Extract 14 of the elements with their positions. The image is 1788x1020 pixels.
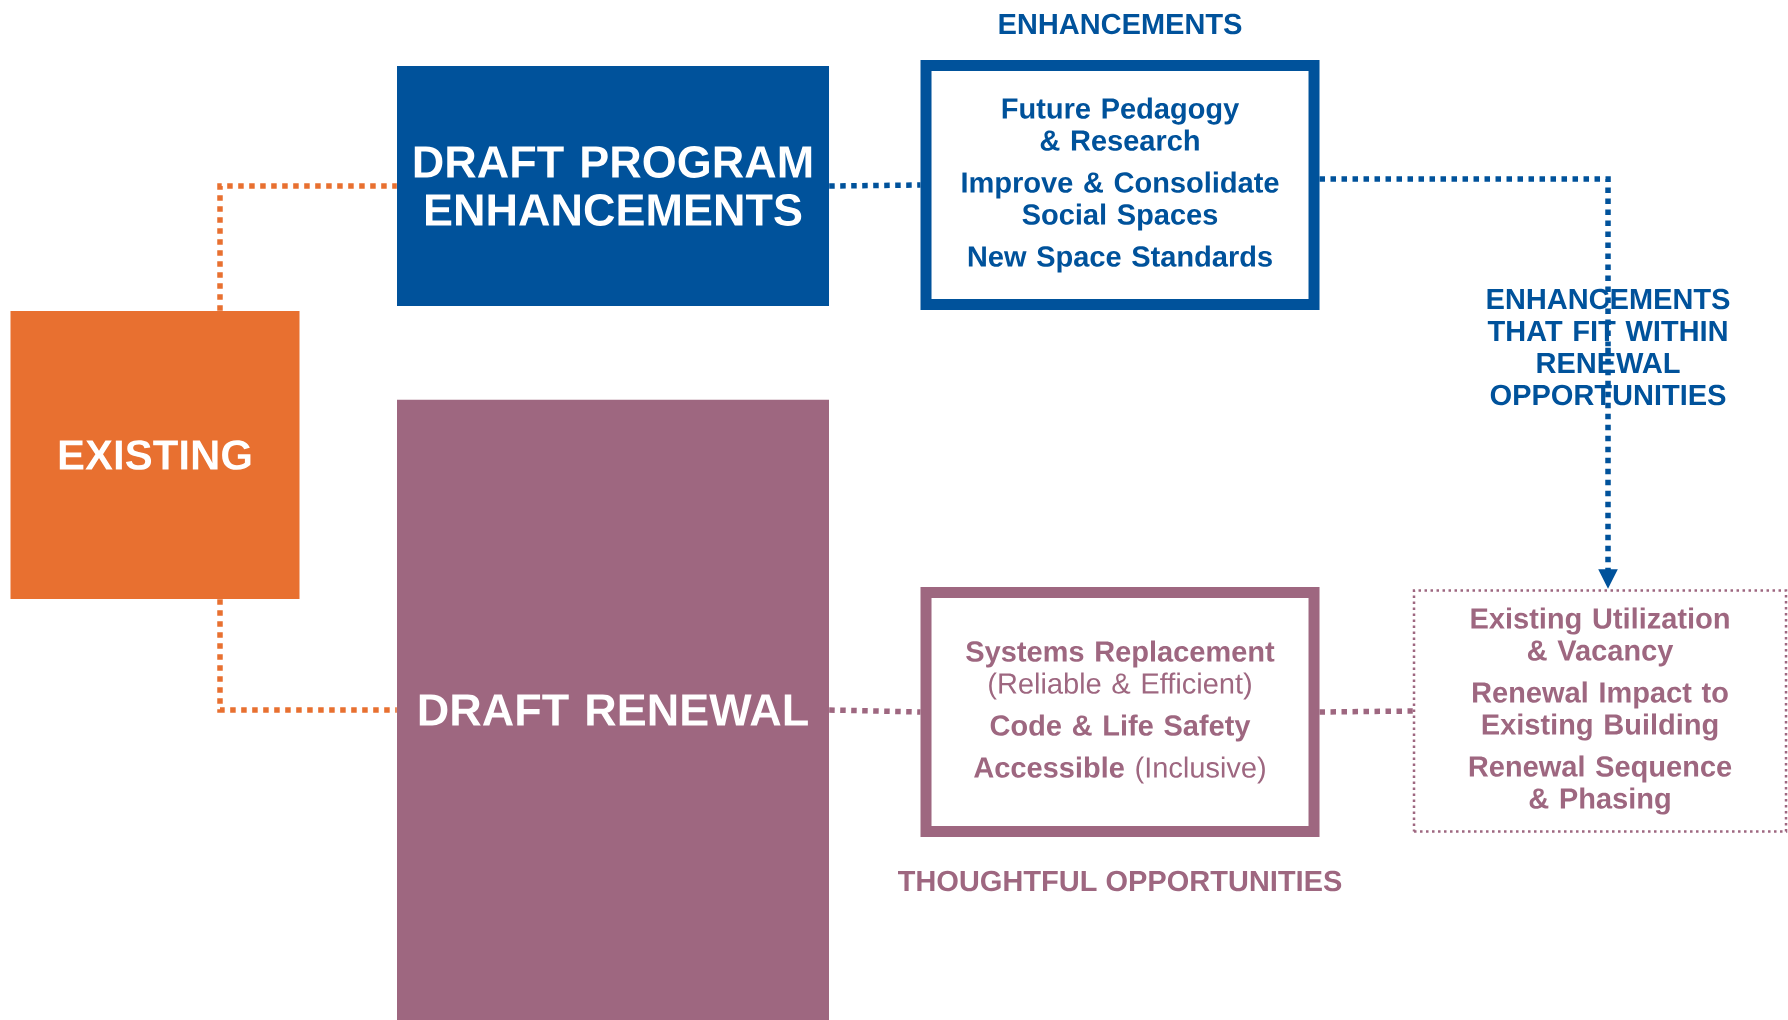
existing-box: EXISTING	[10, 311, 300, 599]
connector	[1319, 176, 1611, 347]
connector	[217, 599, 397, 713]
renewal-box: DRAFT RENEWAL	[397, 399, 829, 1020]
connector	[217, 183, 397, 311]
program-box: DRAFT PROGRAM ENHANCEMENTS	[397, 66, 829, 306]
renewal-notes-box: Existing Utilization & Vacancy Renewal Impact to Existing Building Renewal Sequence & Phasing	[1412, 589, 1788, 833]
connector	[1319, 708, 1413, 715]
connector	[829, 707, 921, 715]
opportunities-box: Systems Replacement (Reliable & Efficient) Code & Life Safety Accessible (Inclusive)	[920, 587, 1320, 837]
connector	[829, 182, 921, 189]
enhancements-box: Future Pedagogy & Research Improve & Consolidate Social Spaces New Space Standards	[920, 60, 1320, 310]
heading: ENHANCEMENTS	[999, 13, 1242, 35]
heading: THOUGHTFUL OPPORTUNITIES	[898, 870, 1342, 892]
